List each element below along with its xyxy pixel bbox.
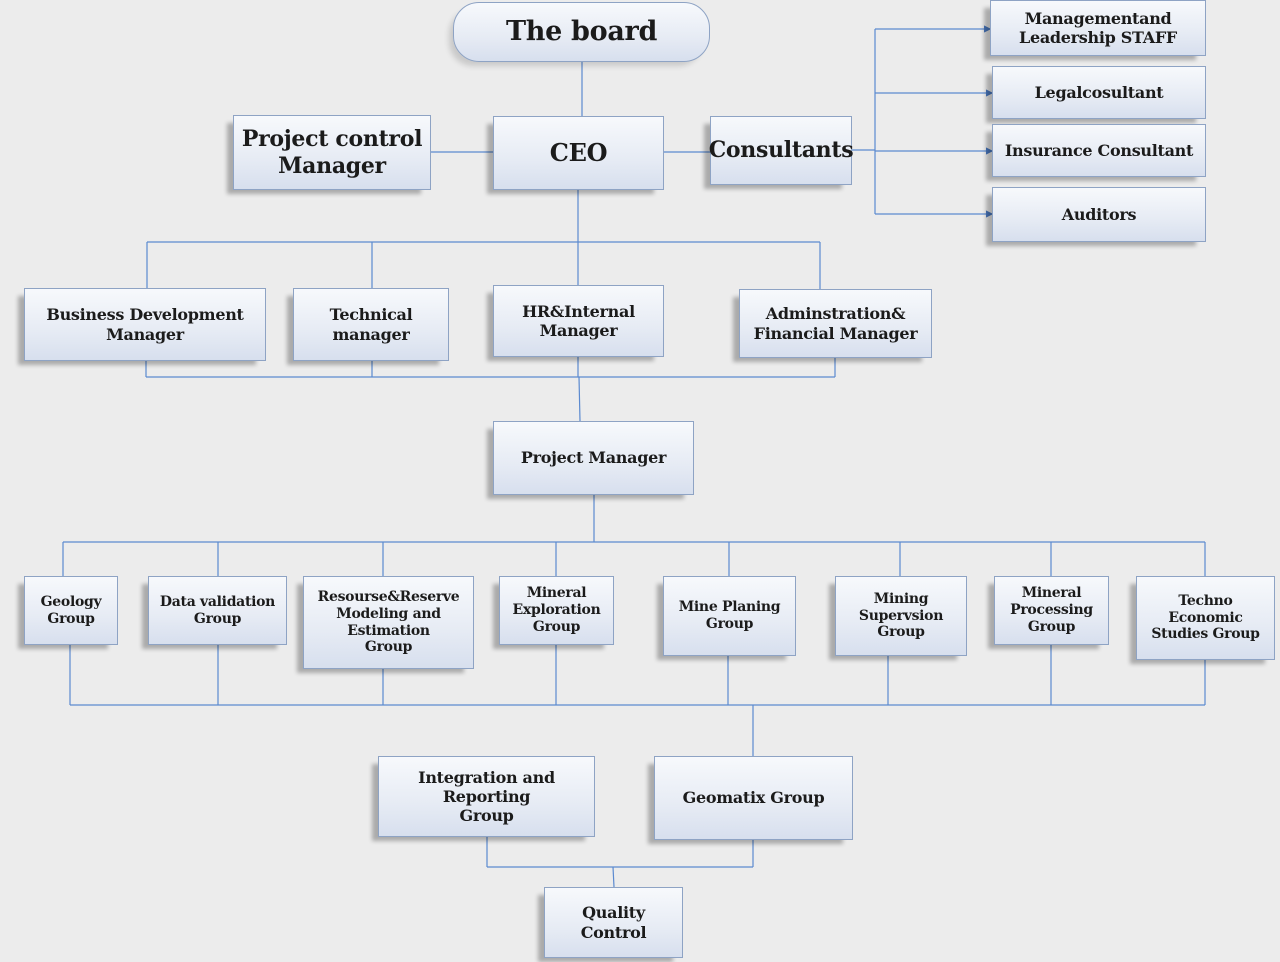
hr-internal-manager-node: HR&Internal Manager (493, 285, 664, 357)
project-manager-node: Project Manager (493, 421, 694, 495)
geology-group-node: Geology Group (24, 576, 118, 645)
management-staff-node: Managementand Leadership STAFF (990, 0, 1206, 56)
data-validation-group-node: Data validation Group (148, 576, 287, 645)
mine-planning-group-node: Mine Planing Group (663, 576, 796, 656)
ceo-node: CEO (493, 116, 664, 190)
geomatix-group-node: Geomatix Group (654, 756, 853, 840)
techno-economic-group-node: Techno Economic Studies Group (1136, 576, 1275, 660)
mineral-exploration-group-node: Mineral Exploration Group (499, 576, 614, 645)
quality-control-node: Quality Control (544, 887, 683, 958)
consultants-node: Consultants (709, 116, 854, 185)
resource-reserve-group-node: Resourse&Reserve Modeling and Estimation… (303, 576, 474, 669)
administration-financial-manager-node: Adminstration& Financial Manager (739, 289, 932, 358)
board-node: The board (453, 2, 710, 62)
integration-reporting-group-node: Integration and Reporting Group (378, 756, 595, 837)
mining-supervision-group-node: Mining Supervsion Group (835, 576, 967, 656)
mineral-processing-group-node: Mineral Processing Group (994, 576, 1109, 645)
insurance-consultant-node: Insurance Consultant (992, 124, 1206, 177)
technical-manager-node: Technical manager (293, 288, 449, 361)
business-development-manager-node: Business Development Manager (24, 288, 266, 361)
project-control-manager-node: Project control Manager (233, 115, 431, 190)
auditors-node: Auditors (992, 187, 1206, 242)
legal-consultant-node: Legalcosultant (992, 66, 1206, 119)
